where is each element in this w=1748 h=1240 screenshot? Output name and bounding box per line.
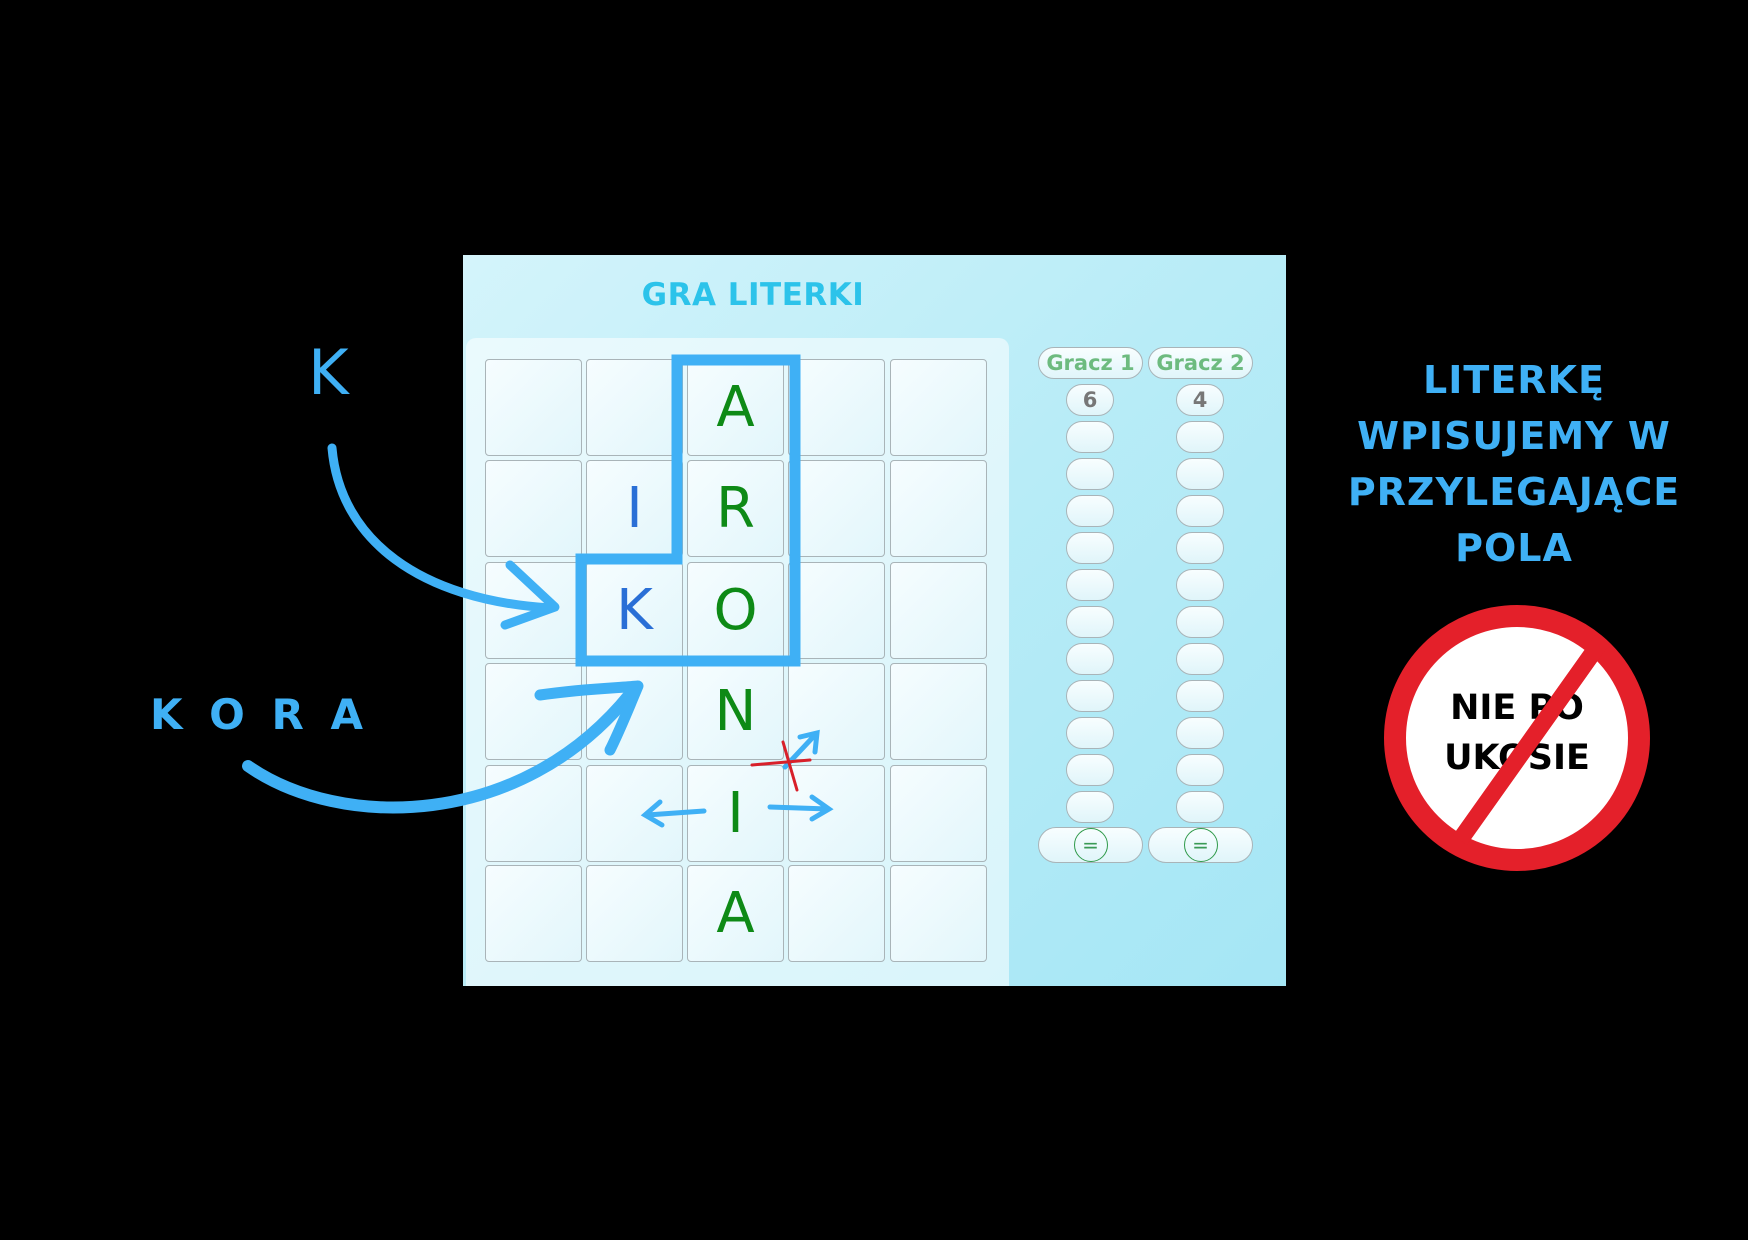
player-1-label: Gracz 1 bbox=[1038, 347, 1143, 379]
grid-cell[interactable] bbox=[788, 359, 885, 456]
word-slot bbox=[1066, 754, 1114, 786]
grid-cell[interactable] bbox=[485, 865, 582, 962]
grid-cell[interactable]: A bbox=[687, 359, 784, 456]
grid-cell[interactable] bbox=[788, 663, 885, 760]
grid-cell[interactable]: O bbox=[687, 562, 784, 659]
grid-cell[interactable] bbox=[788, 562, 885, 659]
grid-cell[interactable]: K bbox=[586, 562, 683, 659]
grid-cell[interactable] bbox=[890, 359, 987, 456]
word-slot bbox=[1176, 717, 1224, 749]
grid-cell[interactable] bbox=[890, 765, 987, 862]
grid-cell[interactable] bbox=[485, 460, 582, 557]
player-1-score: 6 bbox=[1066, 384, 1114, 416]
grid-cell[interactable] bbox=[485, 562, 582, 659]
sign-line-1: NIE PO bbox=[1450, 688, 1584, 728]
grid-cell[interactable] bbox=[485, 765, 582, 862]
grid-cell[interactable]: A bbox=[687, 865, 784, 962]
game-title: GRA LITERKI bbox=[641, 277, 865, 313]
grid-cell[interactable]: I bbox=[687, 765, 784, 862]
grid-cell[interactable]: N bbox=[687, 663, 784, 760]
grid-cell[interactable] bbox=[890, 663, 987, 760]
word-slot bbox=[1066, 717, 1114, 749]
word-slot bbox=[1176, 606, 1224, 638]
annotation-letter-k: K bbox=[308, 336, 349, 409]
grid-cell[interactable] bbox=[485, 359, 582, 456]
word-slot bbox=[1176, 791, 1224, 823]
player-name: Gracz 1 bbox=[1046, 351, 1135, 375]
rules-line: PRZYLEGAJĄCE bbox=[1347, 470, 1681, 514]
word-slot bbox=[1066, 421, 1114, 453]
word-slot bbox=[1176, 532, 1224, 564]
word-slot bbox=[1066, 791, 1114, 823]
grid-cell[interactable] bbox=[890, 460, 987, 557]
grid-cell[interactable]: I bbox=[586, 460, 683, 557]
grid-cell[interactable] bbox=[890, 562, 987, 659]
word-slot bbox=[1066, 643, 1114, 675]
grid-cell[interactable] bbox=[788, 765, 885, 862]
rules-line: POLA bbox=[1455, 526, 1573, 570]
rules-line: LITERKĘ bbox=[1423, 358, 1605, 402]
word-slot bbox=[1176, 458, 1224, 490]
grid-cell[interactable] bbox=[788, 460, 885, 557]
word-slot bbox=[1176, 680, 1224, 712]
grid-cell[interactable] bbox=[586, 663, 683, 760]
player-2-score: 4 bbox=[1176, 384, 1224, 416]
equals-icon: = bbox=[1073, 828, 1108, 862]
word-slot bbox=[1176, 569, 1224, 601]
grid-cell[interactable] bbox=[890, 865, 987, 962]
word-slot bbox=[1066, 569, 1114, 601]
grid-cell[interactable]: R bbox=[687, 460, 784, 557]
player-2-label: Gracz 2 bbox=[1148, 347, 1253, 379]
sign-line-2: UKOSIE bbox=[1444, 738, 1590, 778]
word-slot bbox=[1066, 606, 1114, 638]
annotation-word-kora: K O R A bbox=[150, 690, 369, 739]
rules-text: LITERKĘ WPISUJEMY W PRZYLEGAJĄCE POLA bbox=[1314, 352, 1714, 576]
grid-cell[interactable] bbox=[485, 663, 582, 760]
grid-cell[interactable] bbox=[586, 865, 683, 962]
no-diagonal-sign-text: NIE PO UKOSIE bbox=[1417, 683, 1617, 783]
grid-cell[interactable] bbox=[788, 865, 885, 962]
word-slot bbox=[1176, 754, 1224, 786]
word-slot bbox=[1066, 495, 1114, 527]
grid-cell[interactable] bbox=[586, 359, 683, 456]
grid-cell[interactable] bbox=[586, 765, 683, 862]
equals-icon: = bbox=[1183, 828, 1218, 862]
word-slot bbox=[1176, 421, 1224, 453]
word-slot bbox=[1176, 643, 1224, 675]
word-slot bbox=[1066, 532, 1114, 564]
word-slot bbox=[1176, 495, 1224, 527]
word-slot bbox=[1066, 458, 1114, 490]
word-slot bbox=[1066, 680, 1114, 712]
player-name: Gracz 2 bbox=[1156, 351, 1245, 375]
player-2-equals-button[interactable]: = bbox=[1148, 827, 1253, 863]
player-1-equals-button[interactable]: = bbox=[1038, 827, 1143, 863]
rules-line: WPISUJEMY W bbox=[1357, 414, 1671, 458]
